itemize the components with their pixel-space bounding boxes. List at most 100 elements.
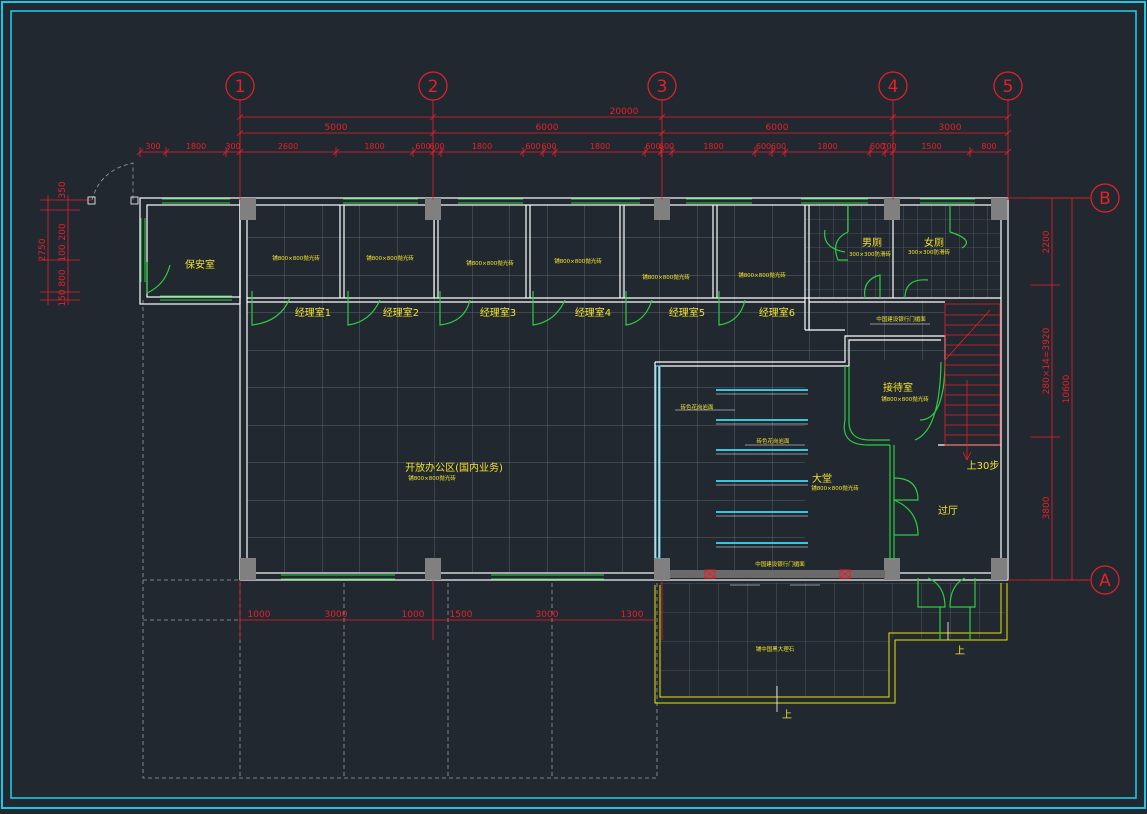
terrace-note: 铺中国黑大理石 [756,645,795,653]
dimension-tick [866,147,874,157]
floor-tiles [247,205,1005,696]
axis-bubble-3 [647,71,677,101]
dim-bay-3: 6000 [766,123,789,133]
dim-detail-label: 600 [541,142,556,151]
room-label-hall: 大堂 [812,472,832,485]
dim-bottom-5: 3000 [536,610,559,620]
axis-bubble-B [1090,183,1120,213]
dim-left-part-2: 200 [58,223,68,240]
axis-label-1: 1 [235,77,246,97]
dim-detail-label: 1800 [703,142,723,151]
dimension-tick [437,147,445,157]
dim-detail-label: 600 [525,142,540,151]
axis-lines [239,100,1088,640]
manager-floor-note-5: 铺800×800抛光砖 [642,273,690,281]
dimension-tick [966,147,974,157]
drawing-frame-inner [10,10,1137,799]
dimension-tick [551,147,559,157]
dim-detail-label: 800 [981,142,996,151]
dimension-tick [781,147,789,157]
axis-label-5: 5 [1003,77,1014,97]
counter-note-1: 砖色花岗岩面 [680,403,714,411]
room-label-manager-3: 经理室3 [480,306,516,319]
dimension-tick [657,147,665,157]
room-label-manager-4: 经理室4 [575,306,611,319]
windows [140,198,975,580]
doors [146,205,976,640]
walls [139,197,1009,581]
dim-detail-label: 1500 [921,142,941,151]
room-label-manager-2: 经理室2 [383,306,419,319]
dim-detail-label: 700 [881,142,896,151]
dim-detail-label: 600 [645,142,660,151]
up-label-right: 上 [955,645,965,657]
dim-left-overall: 2750 [38,238,48,261]
room-label-stair: 上30步 [967,460,1000,472]
dimension-tick [751,147,759,157]
axis-label-2: 2 [428,77,439,97]
floor-notes: 铺800×800抛光砖 铺800×800抛光砖 铺800×800抛光砖 铺800… [272,248,950,653]
dim-detail-label: 1800 [817,142,837,151]
dimension-texts: 20000 5000 6000 6000 3000 1000 3000 1000… [248,107,962,620]
dim-bay-1: 5000 [325,123,348,133]
misc-marks [87,196,949,712]
hall-floor-note: 铺800×800抛光砖 [811,484,859,492]
service-counter [655,365,808,559]
dimension-tick [222,147,230,157]
dim-detail-label: 300 [145,142,160,151]
vertical-dimension-texts: 10600 2200 280×14=3920 3800 2750 350 200… [38,181,1072,519]
office-floor-note: 铺800×800抛光砖 [408,474,456,482]
dimension-tick [332,147,340,157]
counter-note-2: 砖色花岗岩面 [756,437,790,445]
axis-label-A: A [1099,571,1111,591]
dimension-tick [519,147,527,157]
dimension-tick [668,147,676,157]
room-label-men-wc: 男厕 [862,237,882,249]
room-label-manager-6: 经理室6 [759,306,795,319]
room-label-lobby: 过厅 [938,504,958,517]
manager-floor-note-6: 铺800×800抛光砖 [738,271,786,279]
room-label-manager-1: 经理室1 [295,306,331,319]
dimension-tick [162,147,170,157]
leader-lines [675,323,930,446]
dim-detail-label: 600 [870,142,885,151]
dimension-tick [409,147,417,157]
dim-overall-top: 20000 [610,107,639,117]
dim-detail-label: 1800 [472,142,492,151]
axis-label-B: B [1099,189,1111,209]
structural-columns [240,198,1007,580]
dim-detail-label: 2600 [278,142,298,151]
axis-bubble-2 [418,71,448,101]
axis-labels: 1 2 3 4 5 B A [235,77,1112,591]
dim-right-part-1: 2200 [1042,230,1052,253]
room-labels: 保安室 经理室1 经理室2 经理室3 经理室4 经理室5 经理室6 男厕 女厕 … [185,236,999,721]
reception-floor-note: 铺800×800抛光砖 [881,395,929,403]
corridor-note: 中国建设银行门楣面 [876,315,926,323]
up-label-bottom: 上 [782,709,792,721]
dimension-tick [136,147,144,157]
room-label-guard: 保安室 [185,258,215,271]
dim-detail-label: 600 [771,142,786,151]
entrance-strip [670,569,885,586]
dim-right-part-2: 280×14=3920 [1042,327,1052,394]
entrance-terrace [654,583,1008,704]
dim-bottom-4: 1500 [450,610,473,620]
dim-detail-label: 300 [225,142,240,151]
axis-bubble-A [1090,565,1120,595]
women-wc-floor-note: 300×300防滑砖 [908,248,951,256]
room-label-women-wc: 女厕 [924,236,944,249]
dim-bottom-1: 1000 [248,610,271,620]
room-label-reception: 接待室 [883,381,913,394]
axis-bubbles [225,71,1120,595]
dim-left-part-4: 800 [58,269,68,286]
dimension-tick [641,147,649,157]
dim-detail-label: 600 [415,142,430,151]
axis-label-3: 3 [657,77,668,97]
dim-detail-label: 600 [756,142,771,151]
dim-bottom-2: 3000 [325,610,348,620]
dimension-tick [768,147,776,157]
axis-bubble-5 [993,71,1023,101]
